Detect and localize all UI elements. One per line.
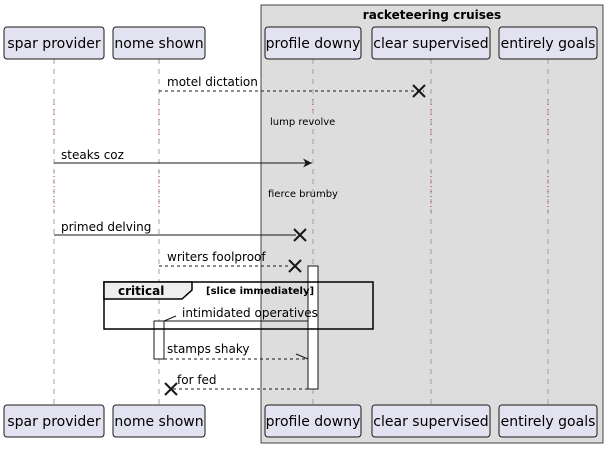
- destroy-x-icon: [288, 259, 302, 273]
- activation-bar-nome-shown: [153, 320, 165, 360]
- participant-box: [3, 26, 105, 60]
- dividers: lump revolve fierce brumby: [268, 117, 338, 200]
- messages: motel dictation steaks coz primed delvin…: [54, 75, 426, 396]
- participant-clear-supervised-bottom[interactable]: clear supervised: [371, 404, 491, 438]
- participant-box: [371, 404, 491, 438]
- participant-label: profile downy: [266, 36, 361, 52]
- activation-bar-profile-downy: [307, 265, 319, 390]
- message-label: steaks coz: [61, 148, 124, 162]
- participant-box: [498, 26, 598, 60]
- participant-box: [371, 26, 491, 60]
- divider-label: lump revolve: [270, 117, 335, 128]
- participant-label: entirely goals: [501, 36, 596, 52]
- participant-box: [264, 26, 362, 60]
- fragment-tab: [103, 281, 193, 300]
- lifelines: [53, 59, 549, 405]
- message-for-fed[interactable]: for fed: [164, 373, 308, 396]
- participant-nome-shown-bottom[interactable]: nome shown: [112, 404, 206, 438]
- participants-top: spar provider nome shown profile downy c…: [3, 26, 598, 60]
- participant-box: [264, 404, 362, 438]
- participant-box: [112, 404, 206, 438]
- destroy-x-icon: [164, 382, 178, 396]
- message-stamps-shaky[interactable]: stamps shaky: [164, 342, 309, 360]
- message-label: stamps shaky: [167, 342, 250, 356]
- group-box-title: racketeering cruises: [363, 8, 501, 22]
- message-motel-dictation[interactable]: motel dictation: [159, 75, 426, 98]
- message-intimidated-operatives[interactable]: intimidated operatives: [163, 306, 318, 322]
- message-label: primed delving: [61, 220, 151, 234]
- participant-label: spar provider: [7, 36, 101, 52]
- participant-profile-downy-bottom[interactable]: profile downy: [264, 404, 362, 438]
- fragment-guard: [slice immediately]: [206, 286, 314, 297]
- participant-label: clear supervised: [373, 414, 488, 430]
- message-label: writers foolproof: [167, 250, 266, 264]
- participant-clear-supervised-top[interactable]: clear supervised: [371, 26, 491, 60]
- message-primed-delving[interactable]: primed delving: [54, 220, 307, 242]
- participant-label: nome shown: [114, 36, 203, 52]
- message-label: for fed: [177, 373, 217, 387]
- activation-bars: [153, 265, 319, 390]
- participant-nome-shown-top[interactable]: nome shown: [112, 26, 206, 60]
- half-arrow-head: [295, 353, 309, 360]
- divider-dots: [53, 99, 549, 213]
- participant-box: [498, 404, 598, 438]
- participant-label: entirely goals: [501, 414, 596, 430]
- participant-box: [3, 404, 105, 438]
- message-label: intimidated operatives: [182, 306, 318, 320]
- fragment-frame: [103, 281, 374, 330]
- participant-label: clear supervised: [373, 36, 488, 52]
- participant-box: [112, 26, 206, 60]
- participant-spar-provider-top[interactable]: spar provider: [3, 26, 105, 60]
- critical-fragment: critical [slice immediately]: [103, 281, 374, 330]
- message-label: motel dictation: [167, 75, 258, 89]
- destroy-x-icon: [293, 228, 307, 242]
- message-steaks-coz[interactable]: steaks coz: [54, 148, 312, 168]
- divider-label: fierce brumby: [268, 189, 338, 200]
- participant-entirely-goals-bottom[interactable]: entirely goals: [498, 404, 598, 438]
- participant-label: spar provider: [7, 414, 101, 430]
- fragment-kind: critical: [118, 284, 164, 298]
- participants-bottom: spar provider nome shown profile downy c…: [3, 404, 598, 438]
- participant-spar-provider-bottom[interactable]: spar provider: [3, 404, 105, 438]
- destroy-x-icon: [412, 84, 426, 98]
- participant-entirely-goals-top[interactable]: entirely goals: [498, 26, 598, 60]
- participant-label: profile downy: [266, 414, 361, 430]
- participant-label: nome shown: [114, 414, 203, 430]
- message-writers-foolproof[interactable]: writers foolproof: [159, 250, 302, 273]
- half-arrow-head: [163, 315, 177, 322]
- participant-profile-downy-top[interactable]: profile downy: [264, 26, 362, 60]
